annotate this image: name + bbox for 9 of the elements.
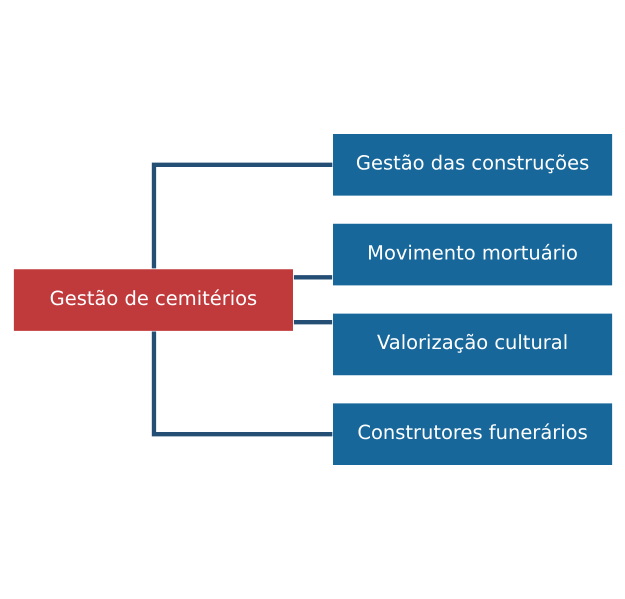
connector bbox=[151, 162, 332, 268]
connector bbox=[293, 320, 332, 324]
connector bbox=[151, 332, 332, 436]
node-box: Gestão das construções bbox=[331, 132, 613, 197]
node-box: Construtores funerários bbox=[331, 402, 613, 466]
connector bbox=[293, 275, 332, 280]
node-box: Gestão de cemitérios bbox=[12, 268, 294, 332]
node-box: Valorização cultural bbox=[331, 312, 613, 376]
node-box: Movimento mortuário bbox=[331, 222, 613, 287]
